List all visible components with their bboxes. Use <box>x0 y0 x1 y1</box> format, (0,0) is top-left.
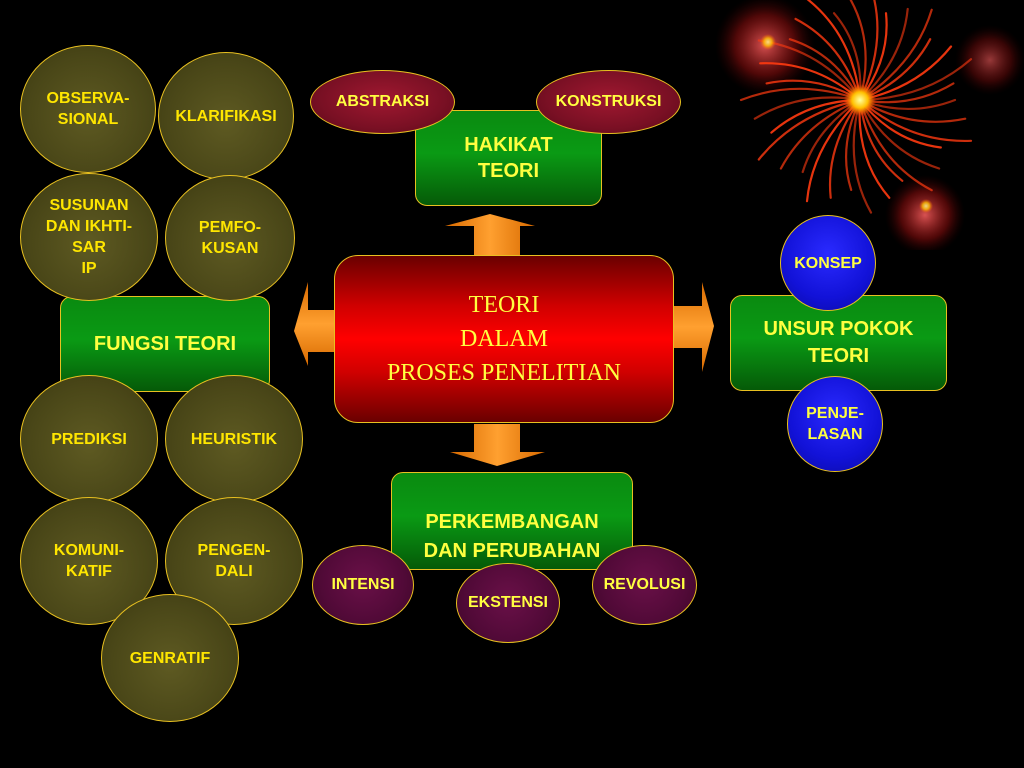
fungsi-item-pemfokusan: PEMFO- KUSAN <box>165 175 295 301</box>
fungsi-item-label: PENGEN- DALI <box>197 542 271 580</box>
fungsi-item-label: HEURISTIK <box>190 430 278 448</box>
fungsi-item-label: OBSERVA- SIONAL <box>46 90 130 128</box>
hakikat-teori-label: HAKIKAT TEORI <box>464 134 553 182</box>
fungsi-item-pengendali: PENGEN- DALI <box>165 497 303 625</box>
fungsi-item-label: SUSUNAN DAN IKHTI- SAR IP <box>45 197 133 277</box>
fungsi-item-prediksi: PREDIKSI <box>20 375 158 503</box>
arrow-left <box>294 282 336 366</box>
fungsi-item-label: GENRATIF <box>129 649 211 667</box>
intensi-label: INTENSI <box>331 576 395 593</box>
abstraksi-node: ABSTRAKSI <box>310 70 455 134</box>
konsep-label: KONSEP <box>794 254 862 272</box>
arrow-up <box>445 214 535 258</box>
revolusi-node: REVOLUSI <box>592 545 697 625</box>
firework-ray <box>858 58 973 102</box>
fungsi-teori-label: FUNGSI TEORI <box>93 332 237 355</box>
fungsi-item-susunan: SUSUNAN DAN IKHTI- SAR IP <box>20 173 158 301</box>
ekstensi-label: EKSTENSI <box>467 594 548 611</box>
konstruksi-node: KONSTRUKSI <box>536 70 681 134</box>
intensi-node: INTENSI <box>312 545 414 625</box>
fungsi-item-observasional: OBSERVA- SIONAL <box>20 45 156 173</box>
ekstensi-node: EKSTENSI <box>456 563 560 643</box>
konsep-node: KONSEP <box>780 215 876 311</box>
penjelasan-label: PENJE- LASAN <box>806 405 864 443</box>
arrow-down <box>450 424 545 466</box>
fungsi-item-genratif: GENRATIF <box>101 594 239 722</box>
arrow-right <box>674 282 714 372</box>
konstruksi-label: KONSTRUKSI <box>555 93 662 110</box>
fungsi-item-heuristik: HEURISTIK <box>165 375 303 503</box>
unsur-pokok-teori-box: UNSUR POKOK TEORI <box>730 295 947 391</box>
fungsi-item-label: PREDIKSI <box>51 430 127 448</box>
firework-decoration <box>715 0 1024 250</box>
central-box-label: TEORI DALAM PROSES PENELITIAN <box>386 292 621 386</box>
fungsi-item-label: KOMUNI- KATIF <box>53 542 125 580</box>
fungsi-item-label: KLARIFIKASI <box>175 107 277 125</box>
central-box-teori: TEORI DALAM PROSES PENELITIAN <box>334 255 674 423</box>
penjelasan-node: PENJE- LASAN <box>787 376 883 472</box>
fungsi-item-label: PEMFO- KUSAN <box>198 219 262 257</box>
fungsi-item-klarifikasi: KLARIFIKASI <box>158 52 294 180</box>
revolusi-label: REVOLUSI <box>603 576 686 593</box>
perkembangan-box: PERKEMBANGAN DAN PERUBAHAN TEORI <box>391 472 633 591</box>
unsur-pokok-teori-label: UNSUR POKOK TEORI <box>763 318 914 367</box>
abstraksi-label: ABSTRAKSI <box>335 93 430 110</box>
